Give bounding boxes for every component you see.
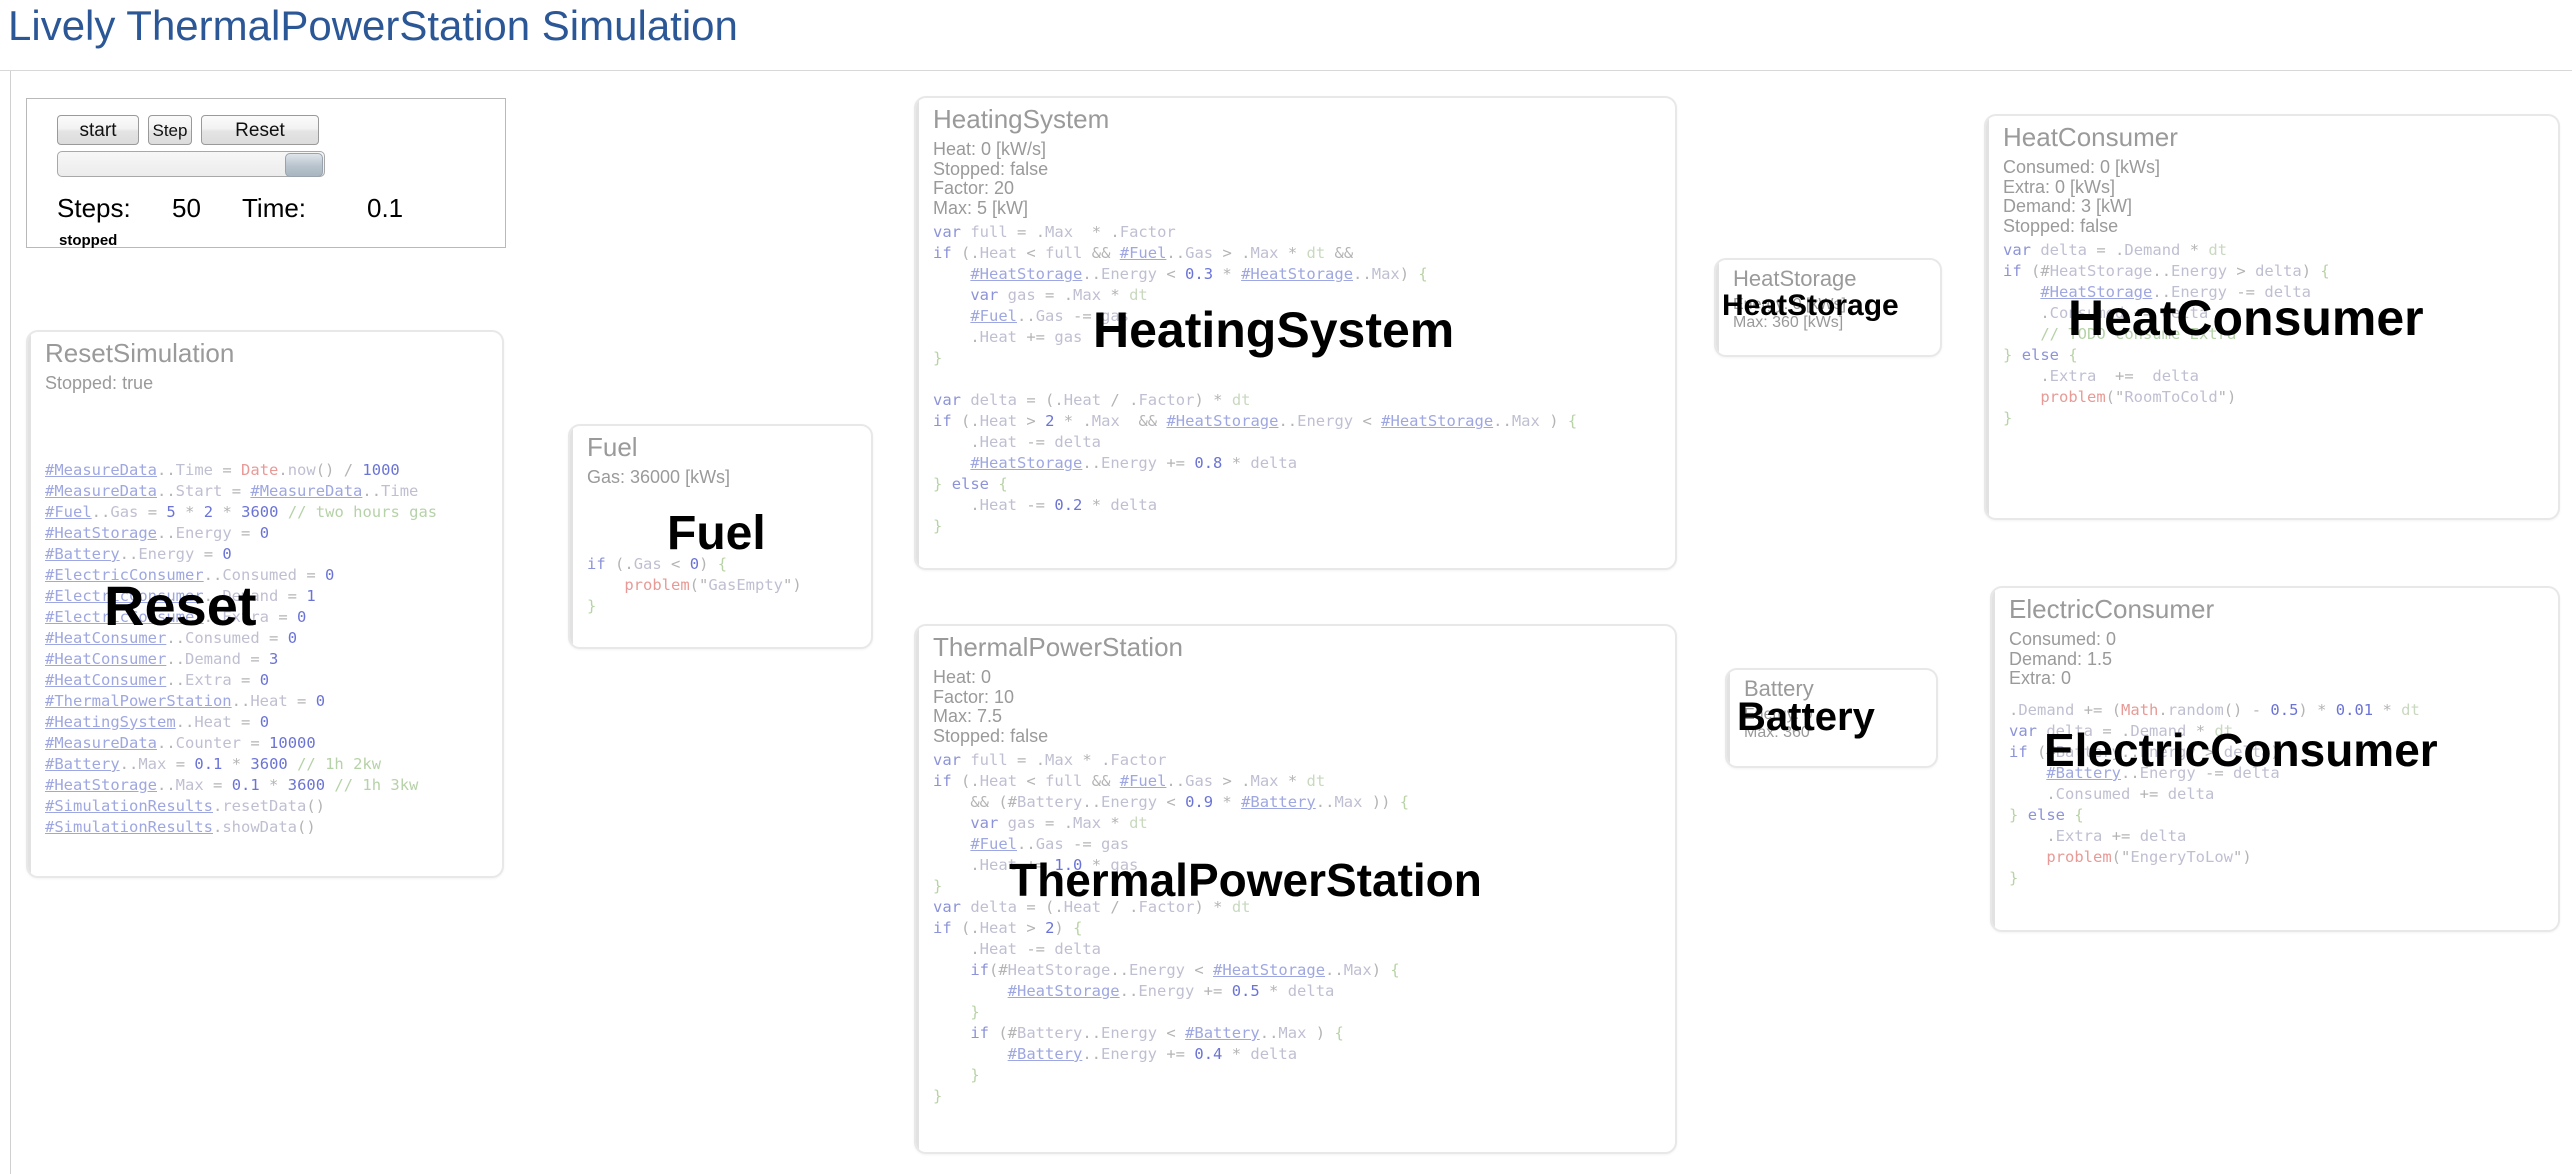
card-properties: Energy: 0 Max: 360 (1744, 706, 1813, 741)
card-body: HeatConsumer Consumed: 0 [kWs] Extra: 0 … (1986, 116, 2558, 518)
card-heat-consumer[interactable]: HeatConsumer Consumed: 0 [kWs] Extra: 0 … (1984, 114, 2560, 520)
time-label: Time: (242, 193, 307, 223)
card-code[interactable]: #MeasureData..Time = Date.now() / 1000 #… (45, 461, 438, 836)
card-title: HeatConsumer (2003, 122, 2178, 152)
left-border-line (10, 71, 11, 1174)
card-properties: Gas: 36000 [kWs] (587, 467, 731, 487)
card-body: Battery Energy: 0 Max: 360 (1727, 670, 1936, 766)
card-heating-system[interactable]: HeatingSystem Heat: 0 [kW/s] Stopped: fa… (914, 96, 1677, 570)
steps-value: 50 (172, 193, 201, 223)
card-title: HeatStorage (1733, 266, 1857, 291)
card-body: Fuel Gas: 36000 [kWs] if (.Gas < 0) { pr… (570, 426, 871, 647)
card-title: Fuel (587, 432, 638, 462)
card-properties: Heat: 0 Factor: 10 Max: 7.5 Stopped: fal… (933, 667, 1049, 746)
card-code[interactable]: var full = .Max * .Factor if (.Heat < fu… (933, 223, 1578, 535)
card-body: HeatingSystem Heat: 0 [kW/s] Stopped: fa… (916, 98, 1675, 568)
card-body: ThermalPowerStation Heat: 0 Factor: 10 M… (916, 626, 1675, 1152)
card-title: ElectricConsumer (2009, 594, 2215, 624)
card-electric-consumer[interactable]: ElectricConsumer Consumed: 0 Demand: 1.5… (1990, 586, 2560, 932)
card-code[interactable]: .Demand += (Math.random() - 0.5) * 0.01 … (2009, 701, 2420, 887)
card-properties: Energy: 0 [kWs] Max: 360 [kWs] (1733, 296, 1846, 331)
title-divider (0, 70, 2572, 71)
card-title: ThermalPowerStation (933, 632, 1183, 662)
page-title: Lively ThermalPowerStation Simulation (8, 2, 738, 49)
card-title: ResetSimulation (45, 338, 235, 368)
card-properties: Stopped: true (45, 373, 154, 393)
card-properties: Heat: 0 [kW/s] Stopped: false Factor: 20… (933, 139, 1049, 218)
card-battery[interactable]: Battery Energy: 0 Max: 360 (1725, 668, 1938, 768)
card-properties: Consumed: 0 Demand: 1.5 Extra: 0 (2009, 629, 2117, 688)
card-title: Battery (1744, 676, 1814, 701)
card-body: ResetSimulation Stopped: true #MeasureDa… (28, 332, 502, 876)
card-thermal-power-station[interactable]: ThermalPowerStation Heat: 0 Factor: 10 M… (914, 624, 1677, 1154)
steps-label: Steps: (57, 193, 131, 223)
card-code[interactable]: var delta = .Demand * dt if (#HeatStorag… (2003, 241, 2330, 427)
card-title: HeatingSystem (933, 104, 1110, 134)
slider-thumb[interactable] (285, 153, 323, 177)
card-code[interactable]: var full = .Max * .Factor if (.Heat < fu… (933, 751, 1410, 1105)
speed-slider[interactable] (57, 151, 325, 177)
card-heat-storage[interactable]: HeatStorage Energy: 0 [kWs] Max: 360 [kW… (1714, 258, 1942, 357)
start-button[interactable]: start (57, 115, 139, 145)
card-properties: Consumed: 0 [kWs] Extra: 0 [kWs] Demand:… (2003, 157, 2161, 236)
reset-button[interactable]: Reset (201, 115, 319, 145)
card-body: HeatStorage Energy: 0 [kWs] Max: 360 [kW… (1716, 260, 1940, 355)
status-text: stopped (59, 232, 118, 249)
card-reset-simulation[interactable]: ResetSimulation Stopped: true #MeasureDa… (26, 330, 504, 878)
simulation-control-panel: start Step Reset Steps: 50 Time: 0.1 sto… (26, 98, 506, 249)
time-value: 0.1 (367, 193, 404, 223)
card-fuel[interactable]: Fuel Gas: 36000 [kWs] if (.Gas < 0) { pr… (568, 424, 873, 649)
card-code[interactable]: if (.Gas < 0) { problem("GasEmpty") } (587, 555, 802, 615)
step-button[interactable]: Step (148, 115, 192, 145)
card-body: ElectricConsumer Consumed: 0 Demand: 1.5… (1992, 588, 2558, 930)
